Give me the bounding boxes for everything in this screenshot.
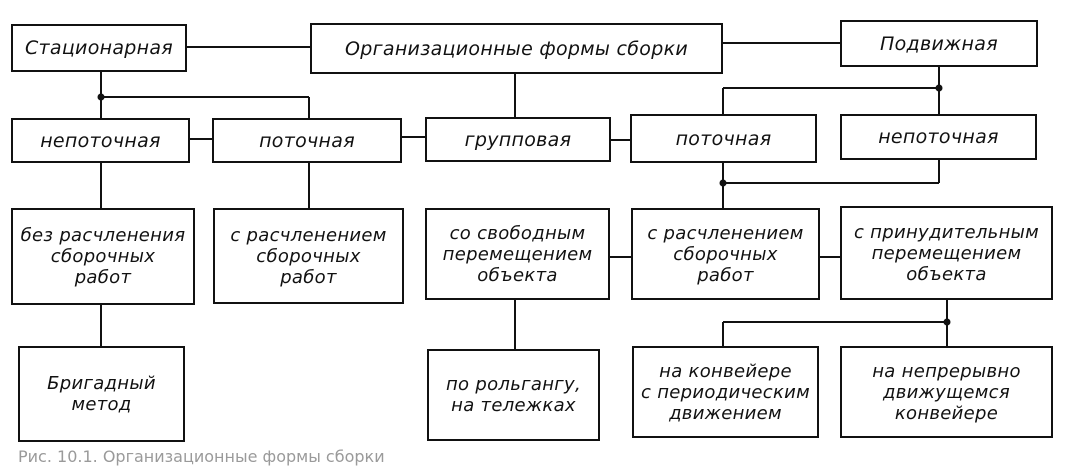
junction-dot [719, 179, 727, 187]
node-periodic-conveyor: на конвейере с периодическим движением [632, 346, 819, 438]
node-title: Организационные формы сборки [310, 23, 723, 74]
node-stationary-flow: поточная [212, 118, 402, 163]
junction-dot [97, 93, 105, 101]
node-stationary-nonflow: непоточная [11, 118, 190, 163]
node-continuous-conveyor: на непрерывно движущемся конвейере [840, 346, 1053, 438]
node-brigade-method: Бригадный метод [18, 346, 185, 442]
junction-dot [935, 84, 943, 92]
junction-dot [943, 318, 951, 326]
node-with-division-right: с расчленением сборочных работ [631, 208, 820, 300]
node-mobile-flow: поточная [630, 114, 817, 163]
node-group: групповая [425, 117, 611, 162]
node-stationary: Стационарная [11, 24, 187, 72]
node-with-division-left: с расчленением сборочных работ [213, 208, 404, 304]
node-mobile: Подвижная [840, 20, 1038, 67]
node-free-movement: со свободным перемещением объекта [425, 208, 610, 300]
figure-caption: Рис. 10.1. Организационные формы сборки [18, 447, 385, 466]
node-mobile-nonflow: непоточная [840, 114, 1037, 160]
node-forced-movement: с принудительным перемещением объекта [840, 206, 1053, 300]
node-roller-carts: по рольгангу, на тележках [427, 349, 600, 441]
node-without-division: без расчленения сборочных работ [11, 208, 195, 305]
